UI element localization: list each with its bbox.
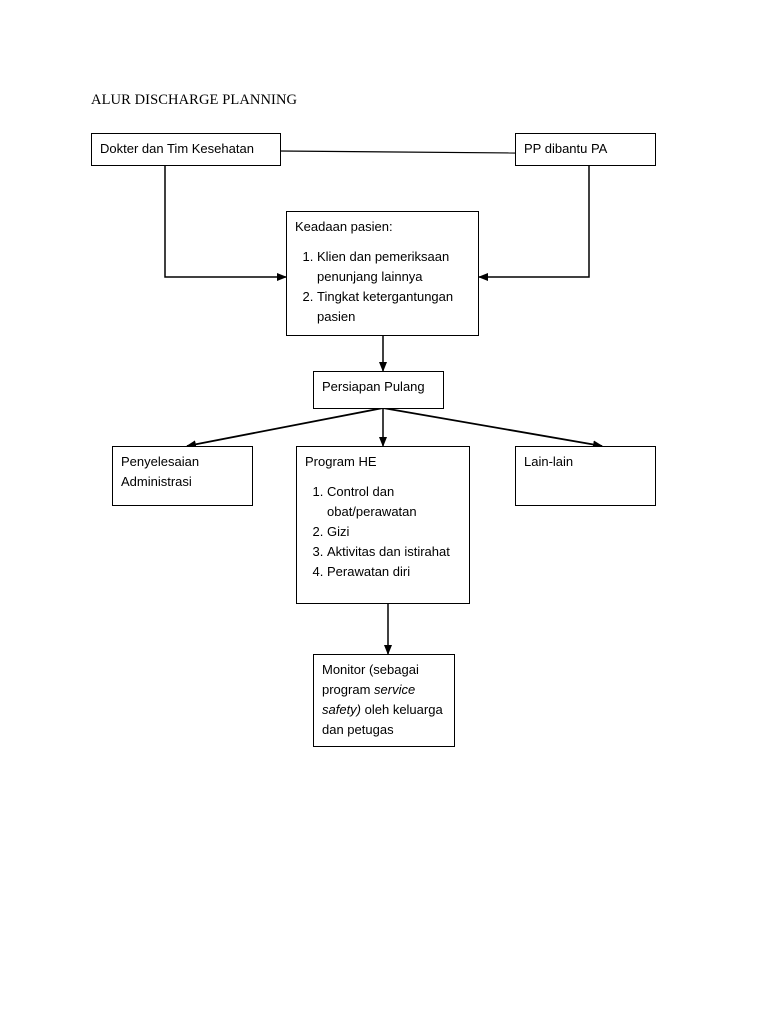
list-item: Tingkat ketergantungan pasien: [317, 287, 470, 327]
node-lain-label: Lain-lain: [524, 454, 574, 469]
node-penyelesaian: Penyelesaian Administrasi: [112, 446, 253, 506]
node-dokter-label: Dokter dan Tim Kesehatan: [100, 141, 254, 156]
node-penyelesaian-label: Penyelesaian Administrasi: [121, 454, 200, 489]
node-keadaan: Keadaan pasien: Klien dan pemeriksaan pe…: [286, 211, 479, 336]
node-keadaan-list: Klien dan pemeriksaan penunjang lainnya …: [295, 247, 470, 327]
node-monitor-label-part2: oleh keluarga dan petugas: [322, 702, 443, 737]
node-monitor: Monitor (sebagai program service safety)…: [313, 654, 455, 747]
node-persiapan-label: Persiapan Pulang: [322, 379, 425, 394]
node-persiapan: Persiapan Pulang: [313, 371, 444, 409]
arrow-persiapan-to-lain: [382, 407, 603, 449]
node-monitor-label-part1: Monitor (sebagai program: [322, 662, 419, 697]
node-program-list: Control dan obat/perawatan Gizi Aktivita…: [305, 482, 461, 582]
page-title: ALUR DISCHARGE PLANNING: [91, 92, 298, 108]
connector-dokter-pp: [279, 150, 516, 154]
node-dokter: Dokter dan Tim Kesehatan: [91, 133, 281, 166]
node-program: Program HE Control dan obat/perawatan Gi…: [296, 446, 470, 604]
list-item: Gizi: [327, 522, 461, 542]
arrow-pp-to-keadaan: [478, 165, 590, 281]
node-pp: PP dibantu PA: [515, 133, 656, 166]
list-item: Aktivitas dan istirahat: [327, 542, 461, 562]
node-pp-label: PP dibantu PA: [524, 141, 608, 156]
list-item: Klien dan pemeriksaan penunjang lainnya: [317, 247, 470, 287]
node-program-label: Program HE: [305, 454, 377, 469]
arrow-dokter-to-keadaan: [164, 165, 287, 281]
list-item: Perawatan diri: [327, 562, 461, 582]
node-keadaan-label: Keadaan pasien:: [295, 219, 393, 234]
node-lain: Lain-lain: [515, 446, 656, 506]
arrow-persiapan-to-penyelesaian: [186, 407, 384, 449]
node-monitor-label-italic: service safety): [322, 682, 416, 717]
list-item: Control dan obat/perawatan: [327, 482, 461, 522]
